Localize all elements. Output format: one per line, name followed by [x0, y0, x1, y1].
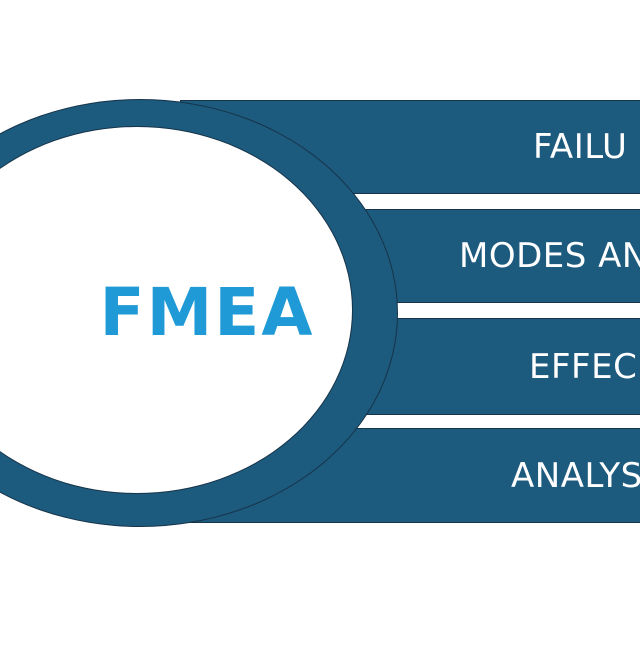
band-label-failure: FAILU [533, 127, 628, 167]
center-disc: FMEA [0, 126, 353, 494]
band-label-modes-and: MODES AN [459, 236, 640, 276]
band-modes-and: MODES AN [180, 209, 640, 303]
band-label-effects: EFFEC [529, 346, 638, 387]
center-title: FMEA [99, 273, 315, 351]
band-label-analysis: ANALYS [511, 455, 640, 496]
